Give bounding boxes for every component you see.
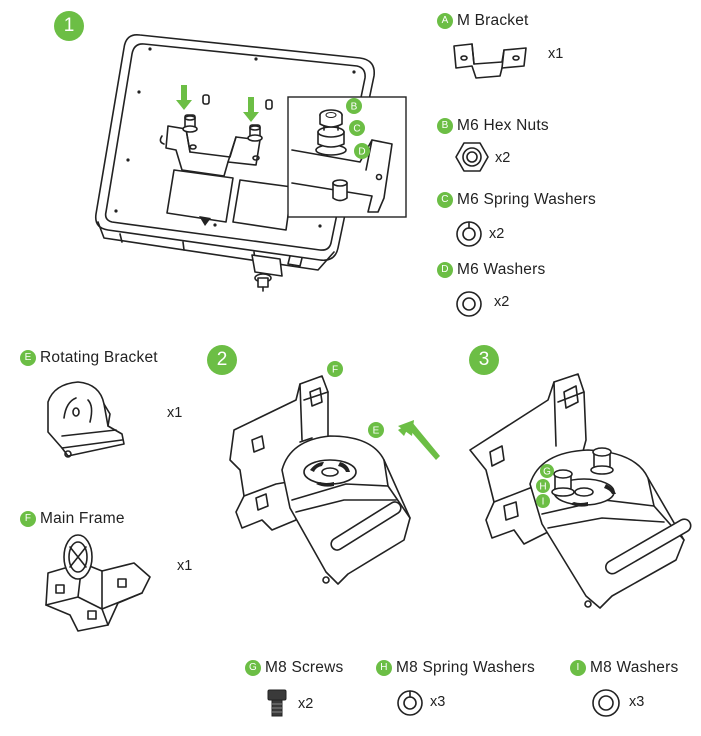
callout-b: B (351, 102, 358, 113)
main-frame-icon (45, 534, 151, 632)
callout-d: D (358, 147, 365, 158)
part-e-qty: x1 (167, 405, 183, 421)
spring-washer-icon (456, 221, 482, 247)
part-a-qty: x1 (548, 46, 564, 62)
part-g-qty: x2 (298, 696, 314, 712)
part-h-qty: x3 (430, 694, 446, 710)
m-bracket-icon (453, 43, 527, 79)
svg-text:G: G (543, 467, 551, 478)
svg-text:E: E (373, 426, 380, 437)
part-d-qty: x2 (494, 294, 510, 310)
m8-washer-icon (592, 689, 620, 717)
svg-text:F: F (332, 365, 338, 376)
part-f-qty: x1 (177, 558, 193, 574)
step-3-badge: 3 (469, 345, 499, 375)
step-2-badge: 2 (207, 345, 237, 375)
m8-screw-icon (267, 689, 287, 717)
callout-c: C (353, 124, 360, 135)
svg-text:I: I (542, 497, 545, 508)
washer-icon (456, 291, 482, 317)
m8-spring-washer-icon (397, 690, 423, 716)
svg-text:H: H (539, 482, 546, 493)
hex-nut-icon (455, 142, 489, 172)
step-1-badge: 1 (54, 11, 84, 41)
part-c-qty: x2 (489, 226, 505, 242)
rotating-bracket-icon (47, 381, 125, 458)
part-i-qty: x3 (629, 694, 645, 710)
part-b-qty: x2 (495, 150, 511, 166)
